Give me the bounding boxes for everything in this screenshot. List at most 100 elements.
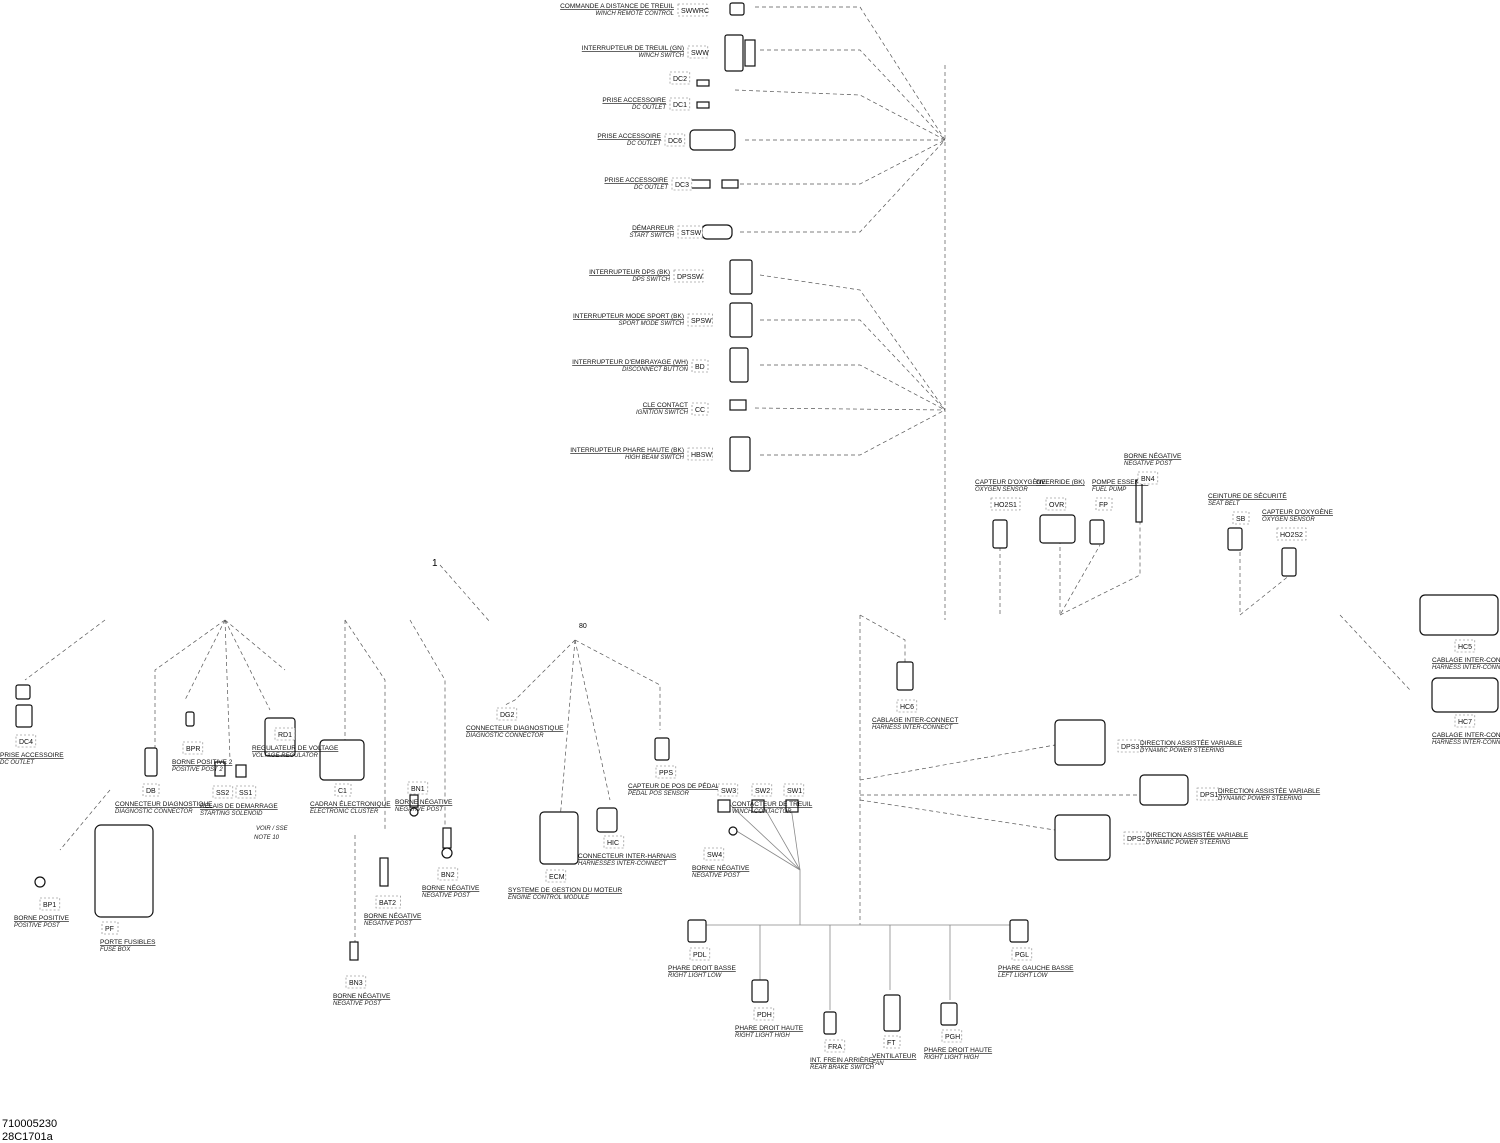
connector-code: HBSW — [691, 452, 712, 459]
connector-label-fr: DÉMARREUR — [632, 223, 674, 232]
connector-code: ECM — [549, 874, 565, 881]
connector-code-box — [751, 783, 773, 797]
connector-code: SPSW — [691, 318, 712, 325]
connector-label-en: DC OUTLET — [632, 105, 667, 111]
connector-label-en: DC OUTLET — [627, 141, 662, 147]
connector-code-box — [677, 3, 708, 17]
connector-code: PDL — [693, 952, 707, 959]
connector-label-en: PEDAL POS SENSOR — [628, 791, 690, 797]
connector-label-fr: REGULATEUR DE VOLTAGE — [252, 745, 339, 752]
connector-code-box — [15, 734, 37, 748]
callout-80: 80 — [579, 623, 587, 630]
connector-label-en: ELECTRONIC CLUSTER — [310, 809, 379, 815]
connector-code-box — [669, 97, 691, 111]
connector-code: SWWRC — [681, 8, 709, 15]
connector-code: DPS2 — [1127, 836, 1145, 843]
connector-label-en: WINCH SWITCH — [638, 53, 684, 59]
connector-label-fr: BORNE NÉGATIVE — [1124, 451, 1182, 460]
connector-label-fr: BORNE NÉGATIVE — [333, 991, 391, 1000]
connector-label-en: DPS SWITCH — [632, 277, 670, 283]
connector-code-box — [753, 1007, 775, 1021]
connector-code-box — [1232, 511, 1250, 525]
connector-label-fr: POMPE ESSENCE — [1092, 479, 1149, 486]
connector-code-box — [717, 783, 739, 797]
connector-code: SW3 — [721, 788, 736, 795]
connector-code-box — [687, 447, 713, 461]
connector-label-fr: BORNE NÉGATIVE — [395, 797, 453, 806]
connector-code: BAT2 — [379, 900, 396, 907]
connector-ss2: SS2 — [212, 785, 234, 799]
connector-label-fr: BORNE POSITIVE 2 — [172, 759, 233, 766]
connector-code-box — [407, 781, 429, 795]
connector-label-en: IGNITION SWITCH — [636, 410, 689, 416]
connector-label-fr: BORNE NÉGATIVE — [422, 883, 480, 892]
connector-label-en: NEGATIVE POST — [1124, 461, 1173, 467]
connector-label-fr: CLE CONTACT — [643, 402, 688, 409]
connector-code: BPR — [186, 746, 200, 753]
connector-label-en: HARNESS INTER-CONNECT — [1432, 665, 1500, 671]
connector-code: DC1 — [673, 102, 687, 109]
connector-label-en: ENGINE CONTROL MODULE — [508, 895, 590, 901]
component-shapes — [15, 2, 1499, 1035]
connector-code: SS1 — [239, 790, 252, 797]
connector-label-fr: CAPTEUR D'OXYGÈNE — [1262, 507, 1334, 516]
connector-code-box — [1137, 471, 1159, 485]
connector-code: OVR — [1049, 502, 1064, 509]
connector-code: HC6 — [900, 704, 914, 711]
connector-code-box — [677, 225, 703, 239]
connector-label-fr: RELAIS DE DEMARRAGE — [200, 803, 278, 810]
connector-label-en: POSITIVE POST — [14, 923, 61, 929]
doc-number: 710005230 — [2, 1118, 58, 1130]
connector-code-box — [669, 71, 691, 85]
connector-label-fr: PHARE DROIT HAUTE — [924, 1047, 993, 1054]
connector-code-box — [671, 177, 693, 191]
connector-code: DPS1 — [1200, 792, 1218, 799]
connector-label-en: WINCH REMOTE CONTROL — [595, 11, 674, 17]
connector-label-fr: CABLAGE INTER-CONNECT — [1432, 657, 1500, 664]
connector-label-fr: CABLAGE INTER-CONNECT — [872, 717, 958, 724]
connector-code-box — [182, 741, 204, 755]
connector-label-fr: CAPTEUR D'OXYGÈNE — [975, 477, 1047, 486]
connector-label-en: DYNAMIC POWER STEERING — [1146, 840, 1231, 846]
connector-label-fr: INTERRUPTEUR D'EMBRAYAGE (WH) — [572, 359, 688, 366]
connector-label-en: FAN — [872, 1061, 884, 1067]
connector-label-fr: SYSTEME DE GESTION DU MOTEUR — [508, 887, 622, 894]
drawing-code: 28C1701a — [2, 1131, 53, 1143]
connector-label-fr: CONNECTEUR INTER-HARNAIS — [578, 853, 677, 860]
connector-code: BD — [695, 364, 705, 371]
top-harness-leaders — [24, 6, 1411, 1010]
connector-code: FT — [887, 1040, 896, 1047]
connector-code: SS2 — [216, 790, 229, 797]
connector-code: BN1 — [411, 786, 425, 793]
connector-code-box — [691, 359, 709, 373]
connector-label-fr: CONNECTEUR DIAGNOSTIQUE — [466, 725, 564, 732]
connector-code-box — [274, 727, 296, 741]
connector-label-en: SPORT MODE SWITCH — [618, 321, 684, 327]
connector-label-fr: INTERRUPTEUR DPS (BK) — [589, 269, 670, 276]
connector-code-box — [687, 313, 713, 327]
connector-code-box — [1454, 639, 1476, 653]
